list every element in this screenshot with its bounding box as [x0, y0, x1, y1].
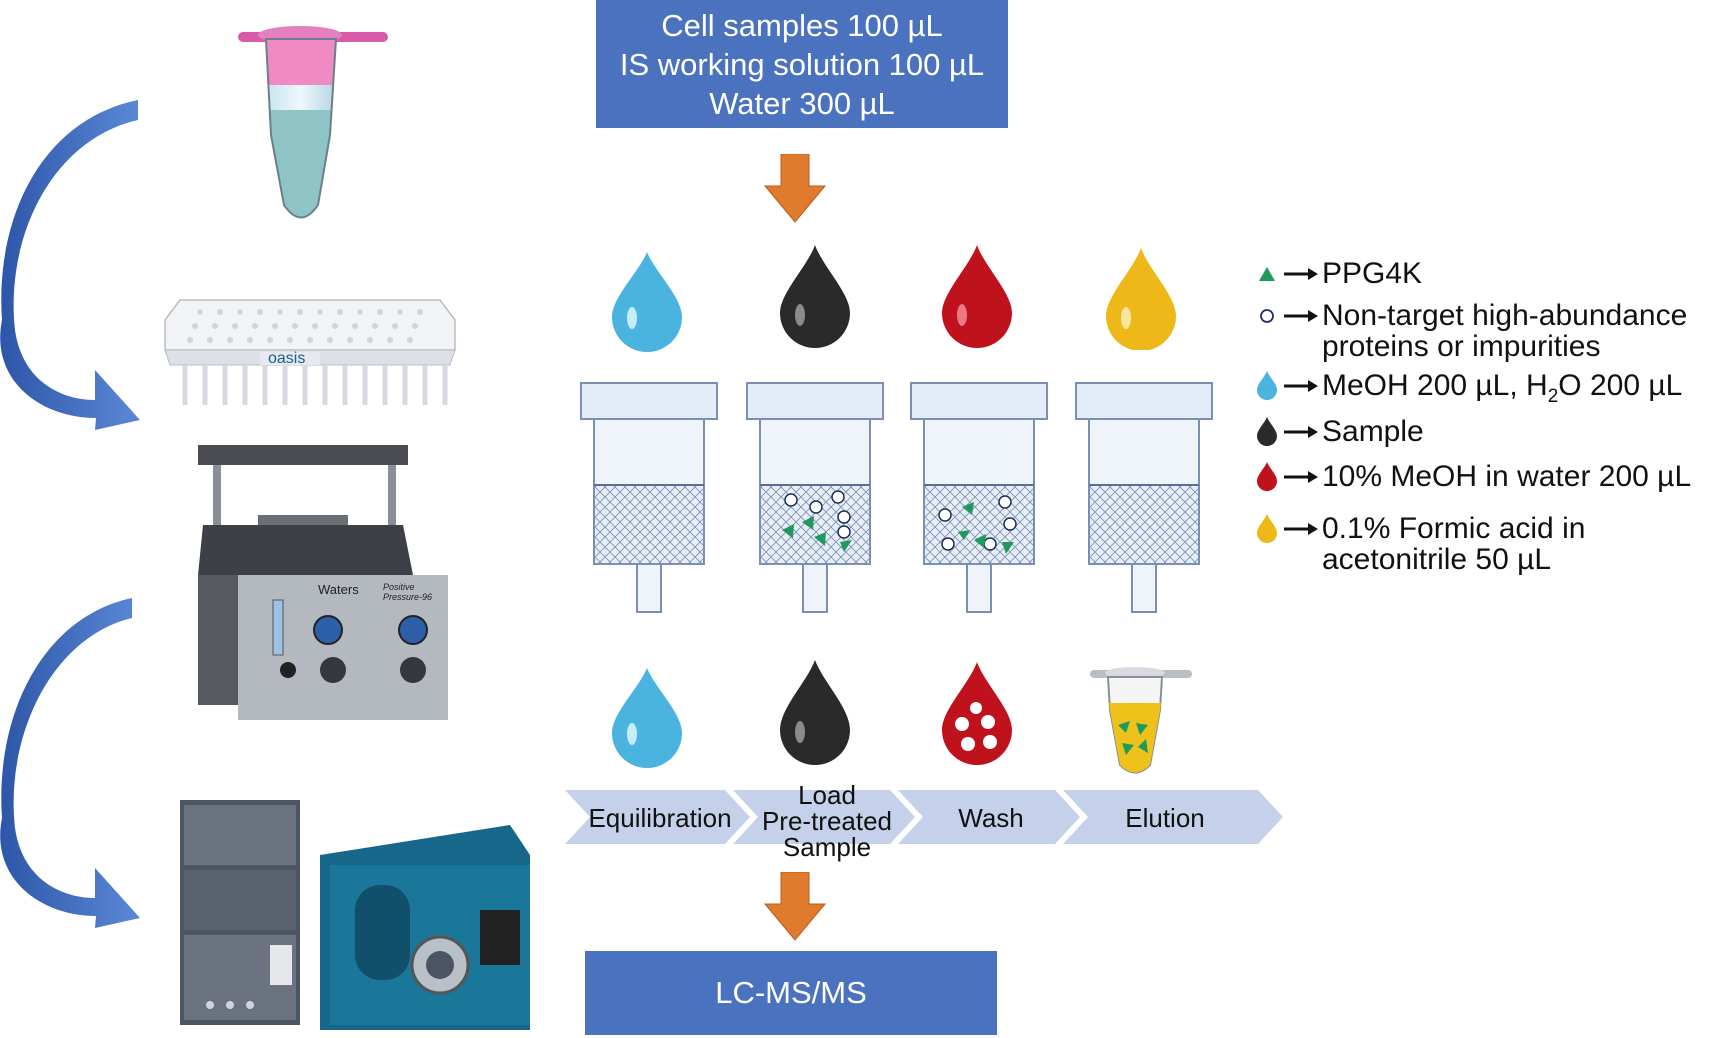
arrow-right-icon: [1284, 310, 1318, 322]
sample-prep-line-1: Cell samples 100 µL: [661, 7, 943, 43]
sample-prep-line-3: Water 300 µL: [709, 85, 895, 121]
orange-down-arrow-top: [763, 154, 827, 223]
legend-text-meoh-sub: 2: [1547, 386, 1559, 407]
legend-item-wash-solution: 10% MeOH in water 200 µL: [1250, 461, 1691, 493]
step-equilibration: Equilibration: [588, 803, 732, 833]
legend-text-meoh-pre: MeOH 200 µL, H: [1322, 369, 1548, 402]
step-load: Load Pre-treated Sample: [761, 780, 893, 862]
legend-item-elution-solution: 0.1% Formic acid in acetonitrile 50 µL: [1250, 513, 1585, 575]
drop-black-bottom-icon: [780, 660, 850, 765]
lc-ms-ms-box: LC-MS/MS: [585, 951, 997, 1035]
black-drop-icon: [1257, 417, 1277, 446]
blue-drop-icon: [1257, 371, 1277, 400]
red-drop-icon: [1257, 462, 1277, 491]
lc-ms-instrument-image: [180, 800, 530, 1030]
drop-blue-top-icon: [612, 252, 682, 352]
white-circle-icon: [1260, 309, 1274, 323]
plate-brand-label: oasis: [268, 350, 306, 367]
legend-text-meoh-post: O 200 µL: [1558, 369, 1683, 402]
legend-text-sample: Sample: [1322, 415, 1424, 448]
spe-cartridge-wash: [910, 382, 1048, 613]
spe-cartridge-equilibration: [580, 382, 718, 613]
drop-black-top-icon: [780, 245, 850, 348]
legend-text-elution-solution: 0.1% Formic acid in acetonitrile 50 µL: [1322, 512, 1586, 576]
legend-item-impurities: Non-target high-abundance proteins or im…: [1250, 300, 1687, 362]
arrow-right-icon: [1284, 380, 1318, 392]
collection-tube-icon: [1090, 667, 1192, 774]
flow-curve-arrow-top: [0, 100, 140, 430]
arrow-right-icon: [1284, 523, 1318, 535]
legend-item-sample: Sample: [1250, 416, 1424, 448]
drop-yellow-top-icon: [1106, 248, 1176, 350]
step-chevron-band: [565, 790, 1283, 844]
arrow-right-icon: [1284, 426, 1318, 438]
yellow-drop-icon: [1257, 514, 1277, 543]
sample-prep-box: Cell samples 100 µL IS working solution …: [596, 0, 1008, 128]
legend-text-impurities: Non-target high-abundance proteins or im…: [1322, 299, 1688, 363]
step-elution: Elution: [1125, 803, 1205, 833]
processor-model-label: Positive Pressure-96: [383, 582, 433, 602]
legend-text-wash-solution: 10% MeOH in water 200 µL: [1322, 460, 1692, 493]
processor-brand-label: Waters: [318, 582, 359, 597]
lc-ms-ms-label: LC-MS/MS: [715, 975, 867, 1010]
microcentrifuge-tube-icon: [238, 26, 388, 219]
step-wash: Wash: [958, 803, 1024, 833]
legend: PPG4K Non-target high-abundance proteins…: [1250, 258, 1720, 588]
drop-red-bottom-icon: [942, 662, 1012, 765]
green-triangle-icon: [1259, 267, 1275, 281]
legend-item-ppg4k: PPG4K: [1250, 258, 1422, 290]
drop-red-top-icon: [942, 245, 1012, 348]
legend-text-ppg4k: PPG4K: [1322, 257, 1423, 290]
well-plate-image: oasis: [160, 290, 460, 415]
flow-curve-arrow-bottom: [0, 598, 140, 928]
arrow-right-icon: [1284, 471, 1318, 483]
orange-down-arrow-bottom: [763, 872, 827, 941]
spe-cartridge-load: [746, 382, 884, 613]
spe-cartridge-elution: [1075, 382, 1213, 613]
sample-prep-line-2: IS working solution 100 µL: [619, 46, 985, 82]
positive-pressure-processor-image: Waters Positive Pressure-96: [198, 445, 448, 720]
drop-blue-bottom-icon: [612, 668, 682, 768]
legend-item-meoh-h2o: MeOH 200 µL, H2O 200 µL: [1250, 370, 1682, 412]
arrow-right-icon: [1284, 268, 1318, 280]
